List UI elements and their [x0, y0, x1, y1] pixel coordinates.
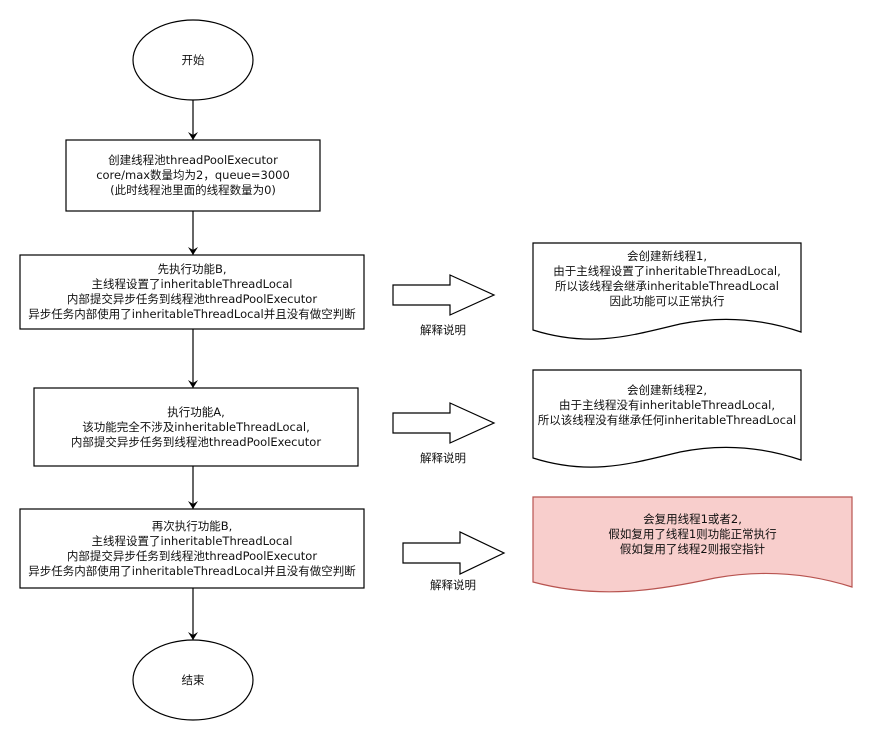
- text-line: 执行功能A,: [167, 404, 225, 419]
- text-line: 该功能完全不涉及inheritableThreadLocal,: [82, 419, 310, 434]
- text-line: 因此功能可以正常执行: [609, 294, 725, 308]
- run-b-first-label: 先执行功能B, 主线程设置了inheritableThreadLocal 内部提…: [20, 255, 364, 329]
- run-a-label: 执行功能A, 该功能完全不涉及inheritableThreadLocal, 内…: [34, 388, 358, 466]
- text-line: 异步任务内部使用了inheritableThreadLocal并且没有做空判断: [28, 563, 356, 578]
- text-line: 会复用线程1或者2,: [643, 512, 742, 526]
- end-node[interactable]: [132, 639, 254, 721]
- run-b-again-label: 再次执行功能B, 主线程设置了inheritableThreadLocal 内部…: [20, 509, 364, 588]
- text-line: 主线程设置了inheritableThreadLocal: [91, 533, 293, 548]
- run-a-box[interactable]: [33, 387, 359, 467]
- text-line: 会创建新线程2,: [627, 383, 707, 397]
- arrow-caption-3: 解释说明: [430, 578, 476, 592]
- text-line: 会创建新线程1,: [627, 249, 707, 263]
- edge-arrowhead: [188, 380, 198, 388]
- text-line: 由于主线程设置了inheritableThreadLocal,: [553, 264, 781, 278]
- arrow-caption-1: 解释说明: [420, 323, 466, 337]
- edge-arrowhead: [188, 247, 198, 255]
- text-line: 内部提交异步任务到线程池threadPoolExecutor: [66, 548, 318, 563]
- text-line: 异步任务内部使用了inheritableThreadLocal并且没有做空判断: [28, 307, 356, 321]
- text-line: 所以该线程没有继承任何inheritableThreadLocal: [537, 413, 797, 427]
- create-pool-label: 创建线程池threadPoolExecutor core/max数量均为2，qu…: [66, 140, 320, 211]
- explanation-doc-2: 会创建新线程2, 由于主线程没有inheritableThreadLocal, …: [533, 370, 801, 443]
- start-node[interactable]: [132, 19, 254, 101]
- run-b-again-box[interactable]: [19, 508, 365, 589]
- create-pool-box[interactable]: [65, 139, 321, 212]
- explanation-doc-1-shape: [532, 242, 802, 340]
- text-line: 内部提交异步任务到线程池threadPoolExecutor: [70, 434, 322, 449]
- block-arrow-2: [392, 402, 496, 444]
- text-line: 再次执行功能B,: [151, 518, 233, 533]
- start-label-text: 开始: [181, 52, 205, 67]
- text-line: (此时线程池里面的线程数量为0): [110, 183, 276, 197]
- text-line: core/max数量均为2，queue=3000: [96, 168, 290, 182]
- text-line: 由于主线程没有inheritableThreadLocal,: [558, 398, 776, 412]
- edge-arrowhead: [188, 632, 198, 640]
- start-node-label: 开始: [133, 20, 253, 100]
- explanation-doc-3-shape: [532, 496, 853, 593]
- text-line: 先执行功能B,: [157, 262, 227, 276]
- block-arrow-3: [402, 531, 506, 575]
- end-label-text: 结束: [181, 672, 205, 687]
- text-line: 创建线程池threadPoolExecutor: [108, 153, 278, 167]
- text-line: 假如复用了线程1则功能正常执行: [608, 527, 777, 541]
- explanation-doc-3: 会复用线程1或者2, 假如复用了线程1则功能正常执行 假如复用了线程2则报空指针: [533, 497, 852, 572]
- block-arrow-1: [392, 274, 496, 316]
- end-node-label: 结束: [133, 640, 253, 720]
- text-line: 主线程设置了inheritableThreadLocal: [91, 277, 293, 291]
- explanation-doc-2-shape: [532, 369, 802, 468]
- arrow-caption-2: 解释说明: [420, 451, 466, 465]
- edge-arrowhead: [188, 132, 198, 140]
- run-b-first-box[interactable]: [19, 254, 365, 330]
- text-line: 所以该线程会继承inheritableThreadLocal: [555, 279, 779, 293]
- text-line: 假如复用了线程2则报空指针: [619, 542, 766, 556]
- text-line: 内部提交异步任务到线程池threadPoolExecutor: [66, 292, 318, 306]
- explanation-doc-1: 会创建新线程1, 由于主线程设置了inheritableThreadLocal,…: [533, 243, 801, 319]
- edge-arrowhead: [188, 501, 198, 509]
